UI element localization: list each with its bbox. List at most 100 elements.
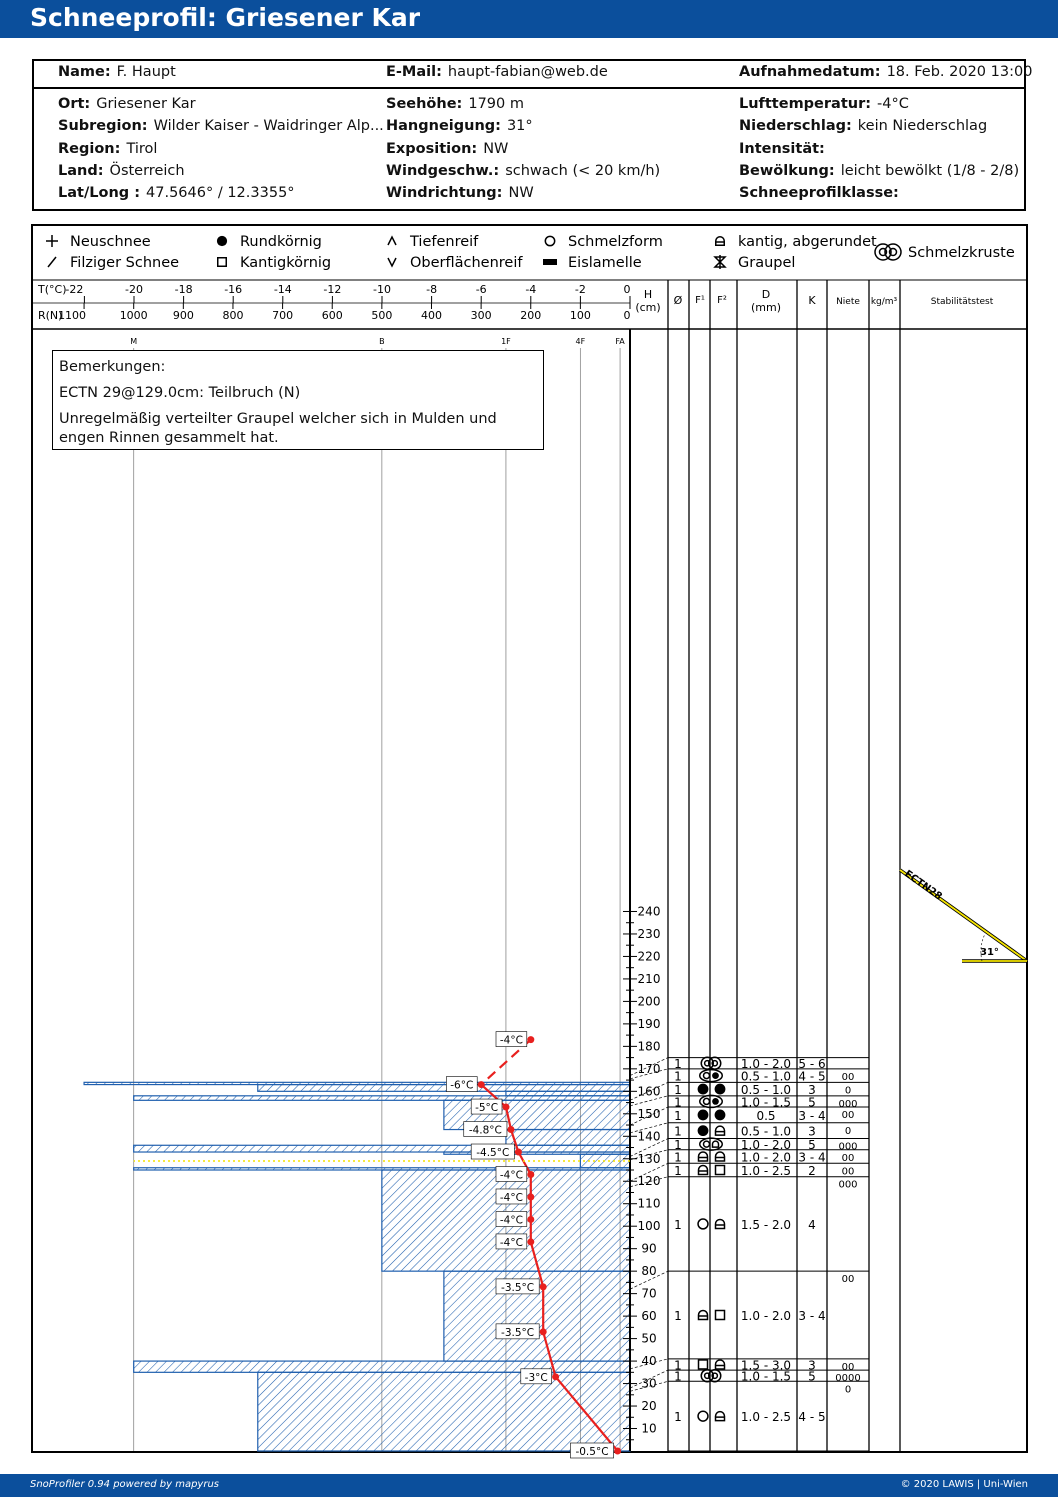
legend-label: Oberflächenreif — [410, 255, 523, 271]
height-tick-label: 100 — [638, 1219, 661, 1233]
dot-icon — [697, 1109, 709, 1121]
circle-icon — [697, 1218, 709, 1230]
layer-grain-size: 0.5 — [756, 1109, 775, 1123]
lock-icon — [715, 236, 725, 246]
lock-icon — [697, 1151, 709, 1162]
crust-inner-icon — [702, 1097, 711, 1106]
height-axis-unit: (cm) — [635, 301, 660, 314]
temperature-label: -4°C — [500, 1035, 523, 1047]
crust-inner-icon — [711, 1372, 719, 1380]
slash-icon — [47, 256, 57, 268]
temperature-label: -4°C — [500, 1214, 523, 1226]
caret-up-icon — [387, 235, 397, 246]
layer-connector-line — [629, 1149, 669, 1161]
layer-hardness: 3 - 4 — [798, 1151, 825, 1165]
crust-icon — [874, 243, 892, 261]
hardness-tick-label: 200 — [520, 309, 541, 322]
layer-connector-line — [629, 1176, 669, 1188]
layer-grain-count: 1 — [674, 1218, 682, 1232]
layer-grain-count: 1 — [674, 1358, 682, 1372]
temperature-label: -4°C — [500, 1169, 523, 1181]
layer-grain-count: 1 — [674, 1057, 682, 1071]
height-tick-label: 20 — [641, 1399, 656, 1413]
layer-grain-size: 1.0 - 2.5 — [741, 1164, 791, 1178]
temp-tick-label: -4 — [525, 283, 536, 296]
hardness-tick-label: 400 — [421, 309, 442, 322]
layer-niete: 0000 — [835, 1373, 860, 1384]
hardness-tick-label: 700 — [272, 309, 293, 322]
height-tick-label: 240 — [638, 904, 661, 918]
layer-grain-size: 1.0 - 2.0 — [741, 1057, 791, 1071]
temperature-line — [504, 1106, 513, 1130]
height-tick-label: 10 — [641, 1422, 656, 1436]
temperature-point — [514, 1148, 522, 1156]
layer-connector-line — [629, 1082, 669, 1101]
lock-icon — [697, 1164, 709, 1176]
height-tick-label: 70 — [641, 1287, 656, 1301]
layer-hardness: 5 — [808, 1095, 816, 1109]
temperature-line — [517, 1151, 532, 1176]
hardness-tick-label: 0 — [624, 309, 631, 322]
lock-icon — [714, 1125, 726, 1136]
field-ort: Ort:Griesener Kar — [58, 96, 196, 112]
remarks-line-1: ECTN 29@129.0cm: Teilbruch (N) — [59, 385, 301, 401]
hardness-layer — [133, 1095, 631, 1101]
crust-icon — [884, 243, 902, 261]
temperature-label-box — [495, 1166, 528, 1182]
temperature-label: -3.5°C — [501, 1327, 534, 1339]
height-tick-label: 170 — [638, 1062, 661, 1076]
layer-connector-line — [629, 1270, 669, 1290]
lock-icon — [714, 1410, 726, 1422]
dot-icon — [697, 1083, 709, 1095]
temp-tick-label: -20 — [125, 283, 143, 296]
square-icon — [217, 257, 227, 267]
circle-icon — [697, 1410, 709, 1422]
field-land: Land:Österreich — [58, 163, 185, 179]
layer-grain-size: 1.0 - 2.0 — [741, 1309, 791, 1323]
header-density: kg/m³ — [871, 297, 898, 307]
field-intensitaet: Intensität: — [739, 141, 825, 157]
layer-hardness: 4 - 5 — [798, 1410, 825, 1424]
legend-label: Filziger Schnee — [70, 255, 179, 271]
crust-inner-icon — [888, 247, 898, 257]
field-seehoehe: Seehöhe:1790 m — [386, 96, 524, 112]
temperature-line — [554, 1376, 619, 1452]
square-icon — [697, 1359, 709, 1370]
lock-icon — [714, 1151, 726, 1162]
field-profilklasse: Schneeprofilklasse: — [739, 185, 899, 201]
temp-tick-label: -6 — [476, 283, 487, 296]
temperature-label-box — [470, 1098, 503, 1115]
legend-label: Tiefenreif — [409, 234, 479, 250]
circle-icon — [544, 235, 556, 247]
layer-grain-count: 1 — [674, 1109, 682, 1123]
lock-icon — [714, 1359, 726, 1370]
layer-grain-count: 1 — [674, 1370, 682, 1384]
slope-angle-arc — [980, 933, 986, 962]
ice-lens-icon — [543, 259, 557, 265]
height-tick-label: 60 — [641, 1309, 656, 1323]
layer-niete: 00 — [842, 1362, 855, 1373]
field-niederschlag: Niederschlag:kein Niederschlag — [739, 118, 988, 134]
layer-hardness: 5 — [808, 1370, 816, 1384]
height-tick-label: 40 — [641, 1354, 656, 1368]
temperature-label-box — [446, 1076, 478, 1092]
layer-hardness: 3 - 4 — [798, 1109, 825, 1123]
height-tick-label: 80 — [641, 1264, 656, 1278]
footer-credit: SnoProfiler 0.94 powered by mapyrus — [30, 1479, 220, 1490]
temperature-point — [527, 1238, 535, 1246]
legend-label: Rundkörnig — [240, 234, 322, 250]
temp-tick-label: -10 — [373, 283, 391, 296]
dot-icon — [712, 1072, 719, 1079]
temperature-line — [529, 1241, 545, 1288]
layer-grain-size: 1.0 - 2.0 — [741, 1138, 791, 1152]
field-email: E-Mail:haupt-fabian@web.de — [386, 64, 608, 80]
layer-connector-line — [629, 1057, 669, 1076]
height-tick-label: 120 — [638, 1174, 661, 1188]
layer-hardness: 5 — [808, 1138, 816, 1152]
layer-grain-size: 0.5 - 1.0 — [741, 1070, 791, 1084]
hardness-layer — [133, 1360, 631, 1373]
header-f1: F¹ — [695, 295, 705, 306]
hardness-axis-label: R(N) — [38, 309, 62, 322]
page-header: Schneeprofil: Griesener Kar — [0, 0, 1058, 38]
layer-grain-count: 1 — [674, 1164, 682, 1178]
